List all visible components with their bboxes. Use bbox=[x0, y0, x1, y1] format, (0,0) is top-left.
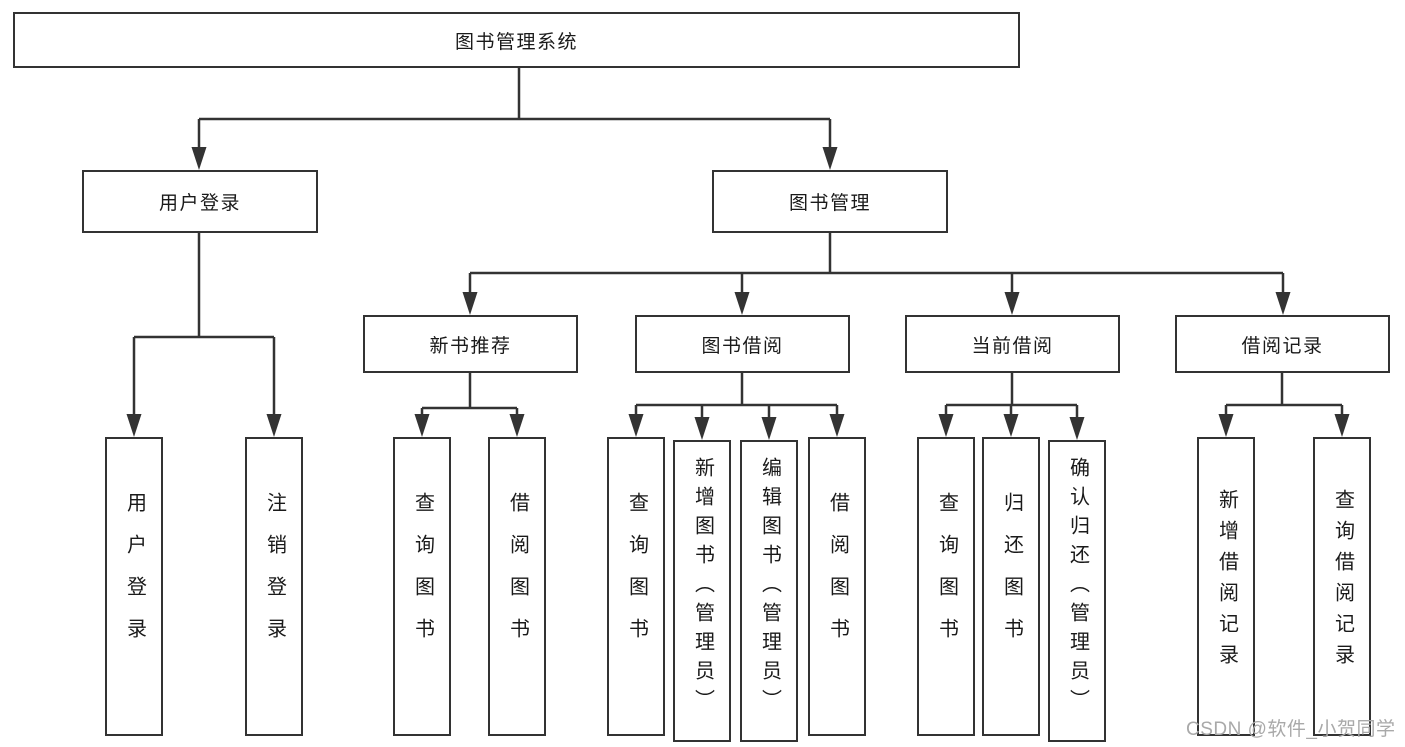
node-rec-borrow-books: 借阅图书 bbox=[488, 437, 546, 736]
node-borrowing-records: 借阅记录 bbox=[1175, 315, 1390, 373]
connector-new-book-recommend-to-leaves bbox=[420, 373, 519, 414]
node-user-login: 用户登录 bbox=[82, 170, 318, 233]
connector-root-to-level2 bbox=[197, 68, 832, 150]
node-cb-confirm-return-admin: 确认归还（管理员） bbox=[1048, 440, 1106, 742]
node-current-borrowing: 当前借阅 bbox=[905, 315, 1120, 373]
node-br-query-borrow-record: 查询借阅记录 bbox=[1313, 437, 1371, 736]
node-user-login-leaf-label: 用户登录 bbox=[123, 491, 146, 660]
node-new-book-recommend-label: 新书推荐 bbox=[429, 335, 512, 357]
node-book-management-label: 图书管理 bbox=[788, 193, 871, 214]
connector-book-borrowing-to-leaves bbox=[634, 373, 839, 417]
node-bb-borrow-books: 借阅图书 bbox=[808, 437, 866, 736]
connector-borrowing-records-to-leaves bbox=[1224, 373, 1344, 414]
node-borrowing-records-label: 借阅记录 bbox=[1241, 335, 1324, 357]
node-logout-label: 注销登录 bbox=[263, 491, 286, 660]
node-cb-query-books-label: 查询图书 bbox=[935, 491, 958, 660]
node-current-borrowing-label: 当前借阅 bbox=[971, 335, 1054, 357]
connector-user-login-to-leaves bbox=[132, 233, 276, 414]
node-rec-query-books-label: 查询图书 bbox=[411, 491, 434, 660]
node-library-management-system: 图书管理系统 bbox=[13, 12, 1020, 68]
node-bb-borrow-books-label: 借阅图书 bbox=[826, 491, 849, 660]
node-cb-return-books-label: 归还图书 bbox=[1000, 491, 1023, 660]
node-rec-borrow-books-label: 借阅图书 bbox=[506, 491, 529, 660]
node-br-query-borrow-record-label: 查询借阅记录 bbox=[1331, 488, 1354, 675]
node-book-management: 图书管理 bbox=[712, 170, 948, 233]
node-cb-confirm-return-admin-label: 确认归还（管理员） bbox=[1066, 456, 1089, 718]
node-new-book-recommend: 新书推荐 bbox=[363, 315, 578, 373]
node-user-login-label: 用户登录 bbox=[158, 193, 241, 214]
node-bb-edit-books-admin-label: 编辑图书（管理员） bbox=[758, 456, 781, 718]
node-cb-return-books: 归还图书 bbox=[982, 437, 1040, 736]
node-bb-add-books-admin-label: 新增图书（管理员） bbox=[691, 456, 714, 718]
connector-current-borrowing-to-leaves bbox=[944, 373, 1079, 417]
node-bb-add-books-admin: 新增图书（管理员） bbox=[673, 440, 731, 742]
node-cb-query-books: 查询图书 bbox=[917, 437, 975, 736]
watermark-text: CSDN @软件_小贺同学 bbox=[1186, 719, 1396, 740]
node-rec-query-books: 查询图书 bbox=[393, 437, 451, 736]
node-bb-query-books: 查询图书 bbox=[607, 437, 665, 736]
node-library-management-system-label: 图书管理系统 bbox=[454, 31, 578, 53]
node-bb-edit-books-admin: 编辑图书（管理员） bbox=[740, 440, 798, 742]
arrowheads bbox=[126, 147, 1350, 440]
node-book-borrowing: 图书借阅 bbox=[635, 315, 850, 373]
node-br-add-borrow-record-label: 新增借阅记录 bbox=[1215, 488, 1238, 675]
node-book-borrowing-label: 图书借阅 bbox=[701, 335, 784, 357]
node-logout: 注销登录 bbox=[245, 437, 303, 736]
connector-book-management-to-level3 bbox=[468, 233, 1285, 292]
node-bb-query-books-label: 查询图书 bbox=[625, 491, 648, 660]
node-user-login-leaf: 用户登录 bbox=[105, 437, 163, 736]
node-br-add-borrow-record: 新增借阅记录 bbox=[1197, 437, 1255, 736]
